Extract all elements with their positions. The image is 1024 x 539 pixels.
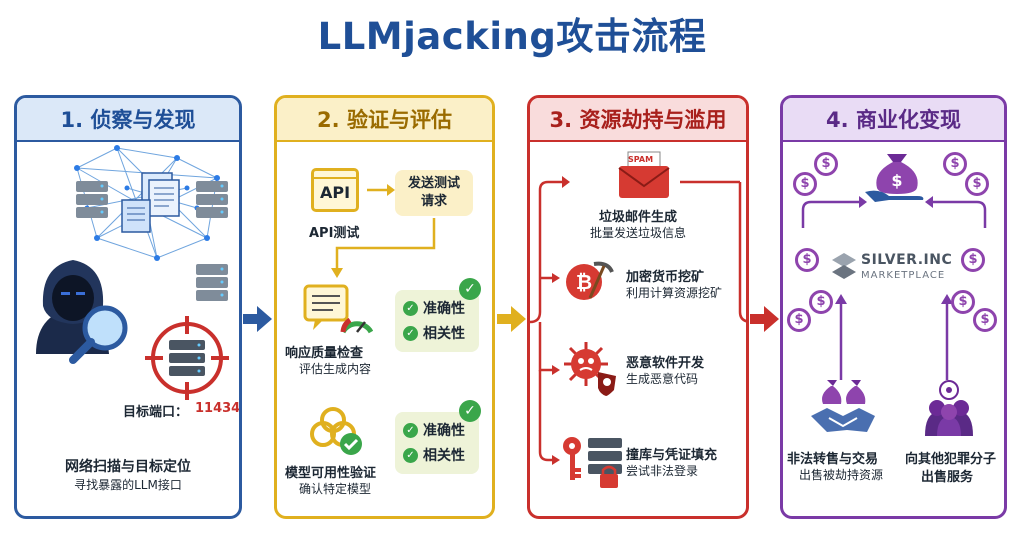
spam-tag: SPAM	[628, 155, 654, 164]
stage-monetize-title: 4. 商业化变现	[783, 98, 1004, 142]
recon-caption: 网络扫描与目标定位	[65, 459, 191, 475]
flow-arrow-icon	[750, 306, 779, 332]
model-availability-label: 模型可用性验证	[285, 466, 377, 481]
coin-icon: $	[809, 290, 833, 314]
model-checklist: ✓准确性 ✓相关性	[395, 412, 479, 474]
magnifier-icon	[69, 305, 128, 364]
coin-icon: $	[793, 172, 817, 196]
criminal-group-icon	[925, 380, 973, 436]
crypto-sub: 利用计算资源挖矿	[626, 286, 723, 300]
quality-check-label: 响应质量检查	[285, 346, 364, 361]
bitcoin-pickaxe-icon: ₿	[566, 261, 614, 300]
hacker-icon	[36, 260, 109, 354]
coin-icon: $	[961, 248, 985, 272]
target-port-value: 11434	[195, 401, 241, 416]
malware-virus-icon	[564, 342, 616, 396]
quality-checklist: ✓准确性 ✓相关性	[395, 290, 479, 352]
coin-icon: $	[951, 290, 975, 314]
check-icon: ✓	[403, 422, 418, 438]
send-test-request-box: 发送测试 请求	[395, 170, 473, 216]
credential-label: 撞库与凭证填充	[626, 448, 718, 463]
money-bag-hand-icon: $	[865, 154, 924, 202]
flow-arrow-icon	[243, 306, 272, 332]
stage-recon-panel: 1. 侦察与发现	[14, 95, 242, 519]
quality-check-sub: 评估生成内容	[299, 362, 372, 376]
check-icon: ✓	[403, 300, 418, 316]
check-icon: ✓	[403, 447, 418, 463]
sell-to-criminals-label-line2: 出售服务	[921, 470, 974, 485]
credential-sub: 尝试非法登录	[626, 464, 699, 478]
ai-model-icon	[310, 407, 362, 455]
coins-group: $ $ $ $ $ $ $ $ $ $	[783, 98, 1004, 516]
money-flow-connector-icon	[801, 196, 987, 380]
branch-connector-icon	[530, 176, 746, 465]
malware-label: 恶意软件开发	[626, 356, 705, 371]
stage-monetize-panel: 4. 商业化变现 $ $ $ $ $ $ $ $ $ $ .coin { wid…	[780, 95, 1007, 519]
stage-validate-panel: 2. 验证与评估 API API测试 发送测试 请求 响应质量检查 评估生成内容…	[274, 95, 495, 519]
server-icon	[196, 264, 228, 301]
silver-inc-logo-icon	[832, 253, 856, 279]
malware-sub: 生成恶意代码	[626, 372, 699, 386]
credential-key-icon	[563, 437, 622, 488]
stage-validate-title: 2. 验证与评估	[277, 98, 492, 142]
server-icon	[76, 181, 108, 218]
sell-to-criminals-label-line1: 向其他犯罪分子	[905, 452, 997, 467]
server-icon	[196, 181, 228, 218]
stage-recon-title: 1. 侦察与发现	[17, 98, 239, 142]
svg-text:₿: ₿	[576, 270, 592, 294]
check-icon: ✓	[403, 325, 418, 341]
coin-icon: $	[795, 248, 819, 272]
resell-sub: 出售被劫持资源	[799, 468, 884, 482]
coin-icon: $	[814, 152, 838, 176]
coin-icon: $	[965, 172, 989, 196]
crypto-label: 加密货币挖矿	[626, 270, 705, 285]
target-port-label: 目标端口：	[123, 405, 189, 420]
stage-hijack-panel: 3. 资源劫持与滥用 SPAM 垃圾邮件生成 批量发送垃圾信息 ₿ 加密货币挖矿…	[527, 95, 749, 519]
spam-label: 垃圾邮件生成	[598, 210, 677, 225]
flow-arrow-icon	[497, 306, 526, 332]
spam-mail-icon	[618, 151, 670, 198]
stage-hijack-title: 3. 资源劫持与滥用	[530, 98, 746, 142]
api-icon: API	[311, 168, 359, 212]
marketplace-logo: SILVER.INC MARKETPLACE	[831, 250, 971, 290]
flow-connector-icon	[331, 184, 436, 278]
coin-icon: $	[943, 152, 967, 176]
model-availability-sub: 确认特定模型	[299, 482, 372, 496]
recon-subcaption: 寻找暴露的LLM接口	[74, 478, 182, 492]
check-badge-icon: ✓	[459, 278, 481, 300]
handshake-money-icon	[811, 380, 875, 432]
svg-text:$: $	[891, 171, 902, 190]
api-test-label: API测试	[309, 226, 360, 241]
response-quality-icon	[303, 284, 373, 334]
resell-label: 非法转售与交易	[787, 452, 879, 467]
page-title: LLMjacking攻击流程	[317, 15, 707, 58]
target-crosshair-icon	[145, 316, 229, 400]
coin-icon: $	[973, 308, 997, 332]
check-badge-icon: ✓	[459, 400, 481, 422]
coin-icon: $	[787, 308, 811, 332]
spam-sub: 批量发送垃圾信息	[589, 226, 686, 240]
